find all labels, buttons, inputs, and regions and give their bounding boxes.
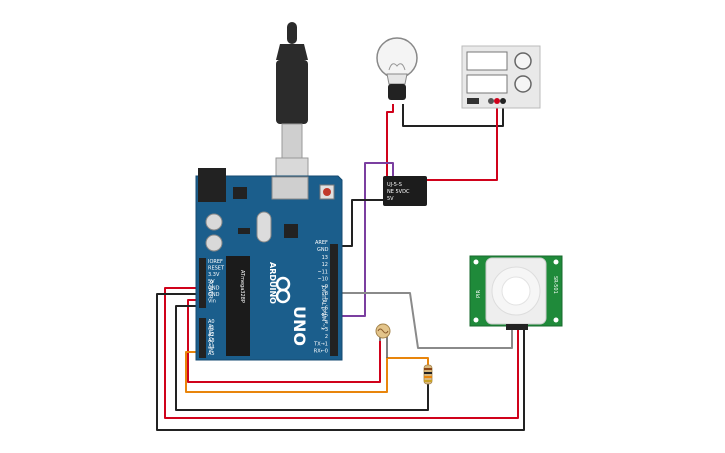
pir-model-label: SR-501	[552, 276, 558, 294]
supply-knob-voltage[interactable]	[514, 52, 532, 70]
power-pin-label-5: GND	[208, 292, 220, 298]
digital-pin-label-5: 8	[325, 291, 328, 297]
power-pin-label-3: 5V	[208, 279, 215, 285]
power-label: POWER	[207, 280, 213, 299]
analog-pin-label-1: A1	[208, 325, 215, 331]
analog-pin-label-2: A2	[208, 332, 215, 338]
light-bulb[interactable]	[376, 37, 418, 100]
digital-pin-label-10: ~3	[321, 327, 328, 333]
analog-pin-label-0: A0	[208, 319, 215, 325]
supply-switch[interactable]	[467, 98, 479, 104]
digital-pin-label-9: 4	[325, 320, 328, 326]
digital-pin-label-11: 2	[325, 334, 328, 340]
wire-gnd-to-pir[interactable]	[156, 293, 525, 431]
wire-supply-to-relay-red[interactable]	[425, 104, 498, 181]
digital-pin-label-3: ~10	[317, 277, 328, 283]
analog-header[interactable]	[199, 318, 206, 358]
dc-barrel-jack	[198, 168, 226, 202]
wire-bulb-to-supply-black[interactable]	[402, 104, 504, 127]
power-pin-label-2: 3.3V	[208, 272, 220, 278]
power-pin-label-6: Vin	[208, 299, 216, 305]
digital-label: DIGITAL (PWM ~)	[320, 286, 326, 329]
wire-a5-to-ldr[interactable]	[185, 351, 429, 393]
relay-label-3: 5V	[387, 196, 394, 202]
gnd-label: GND	[317, 247, 329, 253]
resistor[interactable]	[423, 364, 433, 385]
pir-pins[interactable]	[506, 324, 528, 330]
relay-label-1: UJ-5-S	[387, 182, 402, 188]
wire-purple-signal[interactable]	[338, 162, 394, 317]
wire-5v-to-pir[interactable]	[164, 287, 519, 419]
aref-label: AREF	[315, 240, 328, 246]
supply-display-bottom	[466, 74, 508, 94]
supply-knob-current[interactable]	[514, 75, 532, 93]
atmega-chip	[226, 256, 250, 356]
chip-label: ATmega328P	[239, 270, 245, 303]
analog-pin-label-3: A3	[208, 338, 215, 344]
power-supply[interactable]	[461, 45, 541, 109]
wire-pir-signal[interactable]	[338, 292, 513, 349]
digital-pin-label-8: ~5	[321, 313, 328, 319]
wire-5v-to-ldr[interactable]	[187, 299, 381, 383]
digital-pin-label-6: 7	[325, 298, 328, 304]
photoresistor[interactable]	[375, 323, 391, 358]
crystal-oscillator	[256, 211, 272, 243]
digital-pin-label-7: ~6	[321, 305, 328, 311]
relay-label-2: NE 5VDC	[387, 189, 410, 195]
analog-label: ANALOG IN	[207, 324, 213, 352]
supply-display-top	[466, 51, 508, 71]
digital-pin-label-1: 12	[322, 262, 328, 268]
usb-cable	[275, 22, 309, 199]
power-pin-label-4: GND	[208, 285, 220, 291]
wire-relay-to-gnd[interactable]	[340, 199, 392, 247]
pir-label: PIR	[476, 290, 482, 298]
pir-sensor[interactable]: PIR SR-501	[469, 255, 563, 330]
digital-pin-label-2: ~11	[317, 269, 328, 275]
digital-pin-label-0: 13	[322, 255, 328, 261]
relay[interactable]: UJ-5-S NE 5VDC 5V	[383, 176, 427, 206]
wire-gnd-to-resistor[interactable]	[175, 305, 429, 411]
digital-pin-label-13: RX←0	[314, 349, 328, 355]
arduino-logo-icon	[275, 276, 291, 304]
analog-pin-label-4: A4	[208, 345, 215, 351]
wires	[156, 104, 525, 431]
digital-pin-label-12: TX→1	[313, 341, 328, 347]
digital-pin-label-4: ~9	[321, 284, 328, 290]
arduino-uno-board[interactable]: ATmega328P ARDUINO UNO DIGITAL (PWM ~) P…	[195, 168, 343, 361]
capacitor-2	[205, 234, 223, 252]
power-pin-label-1: RESET	[208, 266, 225, 272]
power-header[interactable]	[199, 258, 206, 308]
power-pin-label-0: IOREF	[208, 259, 223, 265]
brand-text: ARDUINO	[268, 262, 277, 304]
model-text: UNO	[290, 306, 309, 346]
capacitor-1	[205, 213, 223, 231]
analog-pin-label-5: A5	[208, 351, 215, 357]
digital-header[interactable]	[330, 244, 338, 356]
